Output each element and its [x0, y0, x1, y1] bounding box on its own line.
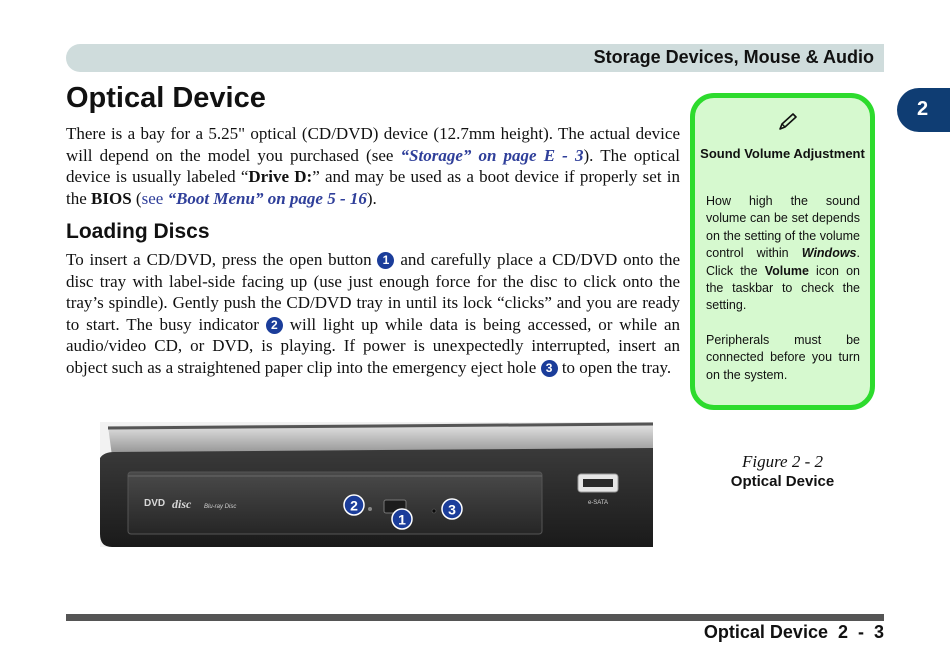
esata-label: e-SATA [588, 500, 608, 506]
loading-text: To insert a CD/DVD, press the open butto… [66, 250, 378, 269]
note-box: Sound Volume Adjustment How high the sou… [690, 93, 875, 410]
intro-text: ( [131, 188, 142, 208]
callout-3-circle [441, 498, 463, 520]
callout-2-badge: 2 [265, 316, 283, 334]
loading-paragraph: To insert a CD/DVD, press the open butto… [66, 249, 680, 379]
drive-label: Drive D: [248, 167, 313, 187]
intro-text: ). [366, 188, 377, 208]
windows-label: Windows [801, 246, 857, 261]
volume-label: Volume [764, 263, 809, 278]
intro-paragraph: There is a bay for a 5.25" optical (CD/D… [66, 123, 680, 209]
loading-text: will light up while data is being access… [66, 314, 680, 377]
callout-2: 2 [350, 498, 358, 514]
callout-1: 1 [398, 512, 406, 528]
callout-3-badge: 3 [540, 359, 558, 377]
bluray-logo: Blu-ray Disc [204, 504, 236, 510]
loading-text: and carefully place a CD/DVD onto the di… [66, 250, 680, 334]
callout-2-circle [343, 494, 365, 516]
header-bar: Storage Devices, Mouse & Audio [66, 44, 884, 72]
optical-device-photo: DVD disc Blu-ray Disc 2 1 3 e-SATA [100, 422, 653, 547]
note-text: How high the sound volume can be set dep… [706, 194, 860, 261]
note-title: Sound Volume Adjustment [700, 146, 865, 161]
boot-menu-link[interactable]: “Boot Menu” on page 5 - 16 [167, 188, 367, 208]
page-title: Optical Device [66, 82, 266, 114]
note-paragraph-2: Peripherals must be connected before you… [706, 333, 860, 382]
storage-link[interactable]: “Storage” on page E - 3 [400, 145, 584, 165]
pencil-icon [779, 113, 797, 130]
figure-number: Figure 2 - 2 [741, 452, 824, 471]
header-title: Storage Devices, Mouse & Audio [593, 47, 874, 67]
intro-text: ). The optical device is usually labeled… [66, 145, 681, 187]
emergency-eject-hole [431, 508, 437, 514]
busy-indicator [368, 507, 372, 511]
footer-text: Optical Device 2 - 3 [703, 622, 884, 642]
loading-text: to open the tray. [557, 357, 672, 377]
bios-label: BIOS [91, 188, 132, 208]
disc-logo: disc [172, 497, 192, 511]
callout-3: 3 [448, 502, 456, 518]
callout-1-circle [391, 508, 413, 530]
intro-text: ” and may be used as a boot device if pr… [66, 167, 681, 208]
note-text: . Click the [706, 246, 860, 278]
chapter-number: 2 [917, 98, 929, 120]
callout-1-badge: 1 [377, 252, 395, 269]
intro-text: There is a bay for a 5.25" optical (CD/D… [66, 124, 680, 165]
section-heading: Loading Discs [66, 220, 210, 243]
figure-title: Optical Device [730, 473, 835, 490]
footer-rule [66, 614, 884, 621]
figure-caption: Figure 2 - 2 Optical Device [690, 452, 875, 490]
see-text: see [141, 188, 168, 208]
dvd-logo: DVD [144, 498, 165, 509]
chapter-tab: 2 [897, 88, 950, 132]
note-paragraph-1: How high the sound volume can be set dep… [706, 193, 860, 315]
note-text: icon on the taskbar to check the setting… [706, 263, 861, 313]
